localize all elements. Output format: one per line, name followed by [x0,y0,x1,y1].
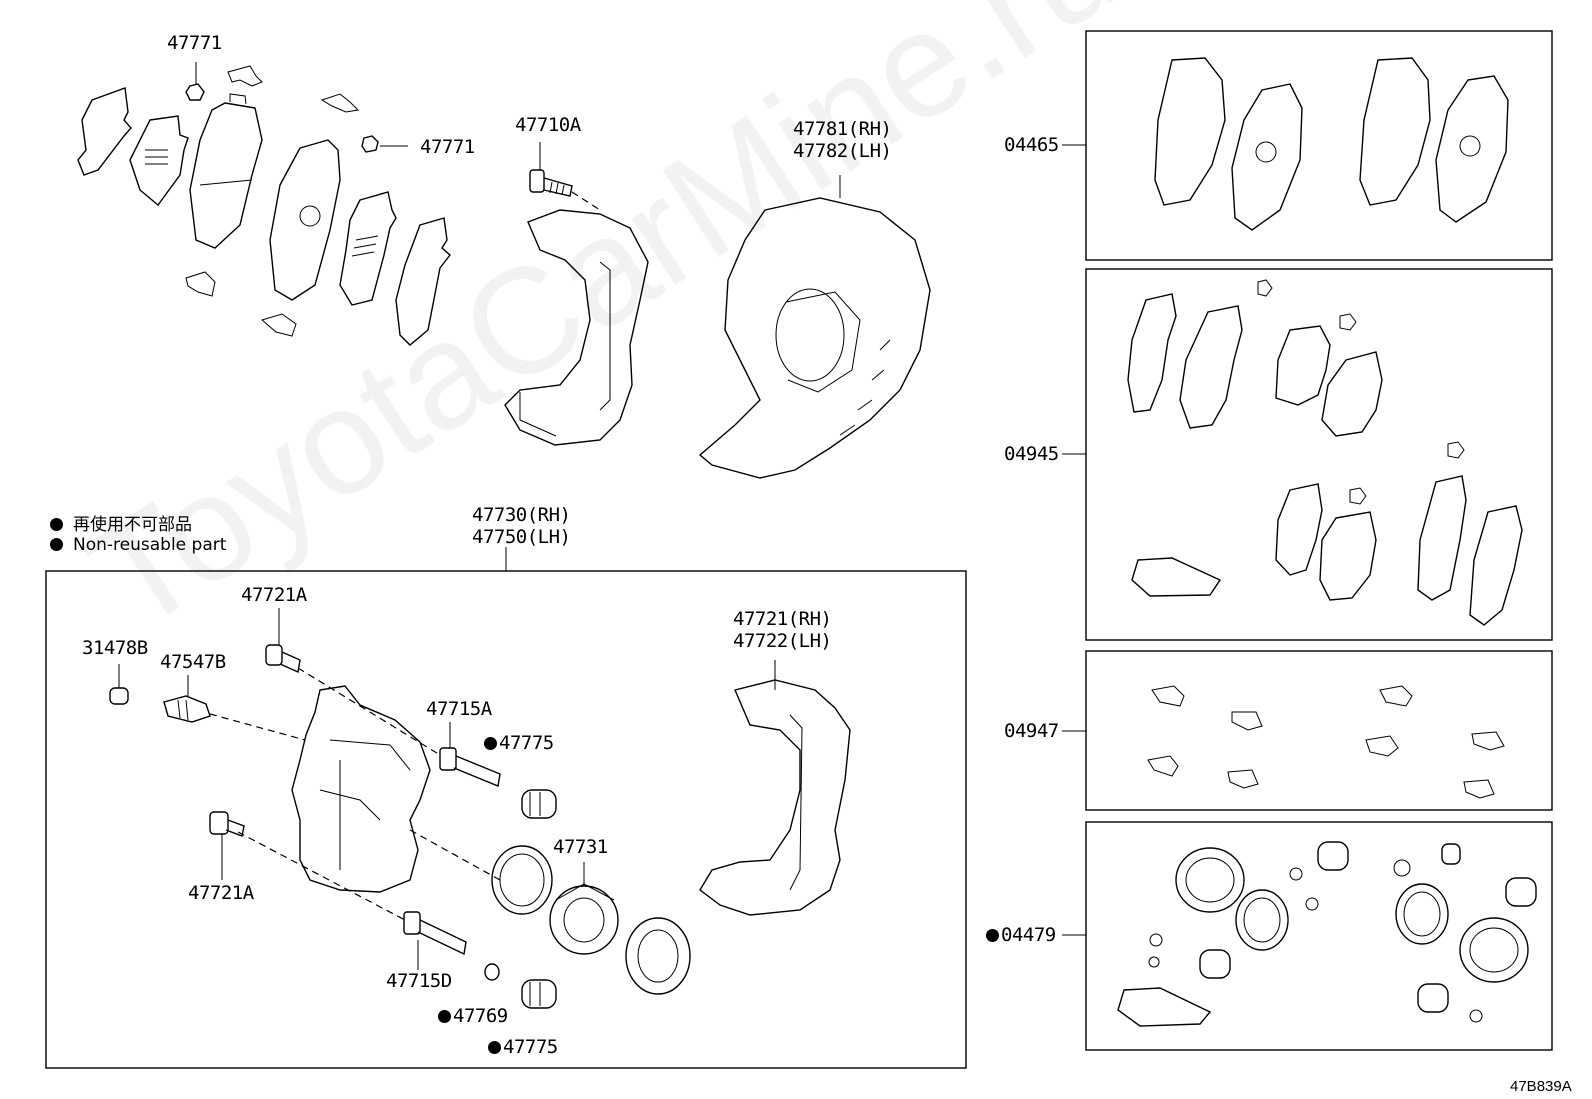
label-47771-top: 47771 [167,32,222,54]
non-reusable-dot-icon [484,737,497,750]
legend-japanese-text: 再使用不可部品 [73,515,192,535]
label-47775-top-text: 47775 [499,732,554,754]
label-47730-rh: 47730(RH) [472,504,571,526]
pad-shim-outer-2 [339,191,397,306]
kit-04947-clips [1147,685,1505,799]
piston-47731 [549,883,619,955]
kit-04945-shims [1127,279,1523,626]
kit-04479-seals [1117,841,1537,1027]
brake-pad-inner [269,139,341,301]
guide-pin-47715D [403,911,467,956]
brake-pad-outer [189,93,263,249]
piston-seal-right [625,917,691,995]
label-47782-lh: 47782(LH) [793,140,892,162]
label-47721-rh: 47721(RH) [733,608,832,630]
pad-shim-outer-1 [77,87,132,176]
torque-plate-upper [504,209,649,446]
clip-47771-right [361,135,379,153]
clip-47771-top [185,83,205,101]
bolt-47710A [529,169,573,197]
anti-rattle-clips-top [185,65,360,337]
bolt-47721A-top [265,644,301,674]
label-47710A: 47710A [515,114,581,136]
pad-shim-inner-2 [395,217,451,346]
label-47547B: 47547B [160,651,226,673]
non-reusable-dot-icon [438,1010,451,1023]
kit-box-04479 [1085,821,1553,1051]
label-04465: 04465 [1004,134,1059,156]
non-reusable-dot-icon [986,929,999,942]
label-47731: 47731 [553,836,608,858]
label-04479-text: 04479 [1001,924,1056,946]
label-47775-bottom-text: 47775 [503,1036,558,1058]
label-04479: 04479 [986,924,1056,946]
label-47769-text: 47769 [453,1005,508,1027]
bolt-47721A-bottom [209,811,245,837]
non-reusable-dot-icon [50,538,63,551]
pad-shim-inner-1 [129,115,189,207]
label-47750-lh: 47750(LH) [472,526,571,548]
label-47715A: 47715A [426,698,492,720]
label-47715D: 47715D [386,970,452,992]
label-47775-top: 47775 [484,732,554,754]
kit-box-04947 [1085,650,1553,811]
torque-plate-47721 [699,679,851,916]
guide-pin-47715A [439,747,501,787]
diagram-reference-code: 47B839A [1510,1078,1572,1095]
label-04947: 04947 [1004,720,1059,742]
non-reusable-dot-icon [50,518,63,531]
label-47721A-bottom: 47721A [188,882,254,904]
label-47781-rh: 47781(RH) [793,118,892,140]
kit-04465-pads [1154,57,1509,231]
label-47721A-top: 47721A [241,584,307,606]
boot-47775-bottom [521,979,557,1009]
legend-japanese: 再使用不可部品 [50,510,192,535]
label-47722-lh: 47722(LH) [733,630,832,652]
non-reusable-dot-icon [488,1041,501,1054]
caliper-body [291,685,431,893]
label-04945: 04945 [1004,443,1059,465]
kit-box-04945 [1085,268,1553,641]
label-47769: 47769 [438,1005,508,1027]
plug-47769 [484,963,500,981]
label-47771-right: 47771 [420,136,475,158]
label-47775-bottom: 47775 [488,1036,558,1058]
seal-47731-left [491,845,553,915]
dust-shield-47781 [698,197,931,479]
legend-english: Non-reusable part [50,535,226,555]
legend-english-text: Non-reusable part [73,535,227,555]
label-31478B: 31478B [82,637,148,659]
kit-box-04465 [1085,30,1553,261]
bleeder-47547B [163,695,211,723]
boot-47775-top [521,789,557,819]
cap-31478B [109,687,129,705]
